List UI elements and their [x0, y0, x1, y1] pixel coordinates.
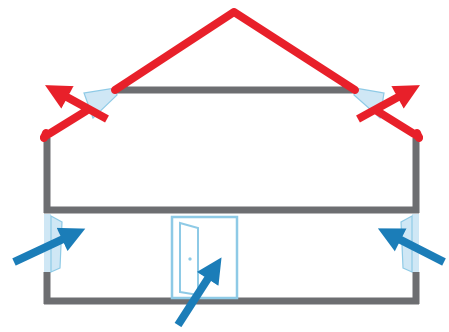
door-intake-arrow	[174, 257, 222, 328]
left-eave	[40, 107, 90, 141]
left-intake-arrow	[12, 227, 86, 266]
left-exhaust-arrow	[45, 85, 109, 123]
door-knob	[188, 257, 192, 261]
right-eave	[373, 107, 423, 141]
right-exhaust-arrow	[356, 85, 420, 123]
right-intake-arrow	[377, 228, 446, 266]
